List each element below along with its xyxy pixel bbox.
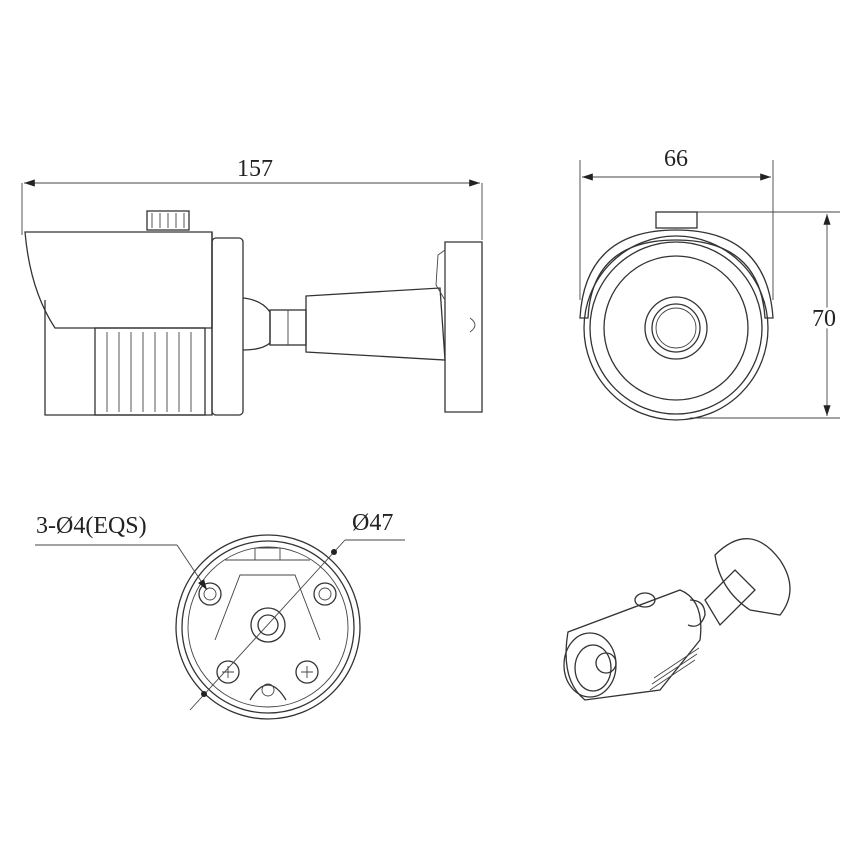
holes-label: 3-Ø4(EQS) bbox=[36, 513, 147, 539]
lens bbox=[644, 296, 708, 360]
iso-arm bbox=[704, 569, 756, 627]
iso-knob bbox=[634, 592, 656, 608]
front-view: 66 70 bbox=[579, 146, 840, 421]
side-view: 157 bbox=[21, 156, 483, 416]
iso-body bbox=[565, 589, 702, 701]
front-knob bbox=[655, 211, 698, 229]
iso-wall-plate bbox=[714, 538, 791, 616]
mount-arm bbox=[305, 287, 446, 361]
wall-plate bbox=[444, 241, 483, 413]
bottom-view: 3-Ø4(EQS) Ø47 bbox=[35, 510, 405, 720]
sunshield bbox=[24, 231, 213, 329]
diameter-label: Ø47 bbox=[352, 510, 393, 536]
knob bbox=[146, 210, 190, 231]
iso-lens bbox=[595, 652, 617, 674]
length-label: 157 bbox=[237, 156, 273, 182]
width-label: 66 bbox=[664, 146, 688, 172]
isometric-view bbox=[563, 538, 791, 701]
height-label: 70 bbox=[812, 306, 836, 332]
mount-neck bbox=[242, 297, 271, 351]
heat-fins bbox=[94, 327, 206, 416]
